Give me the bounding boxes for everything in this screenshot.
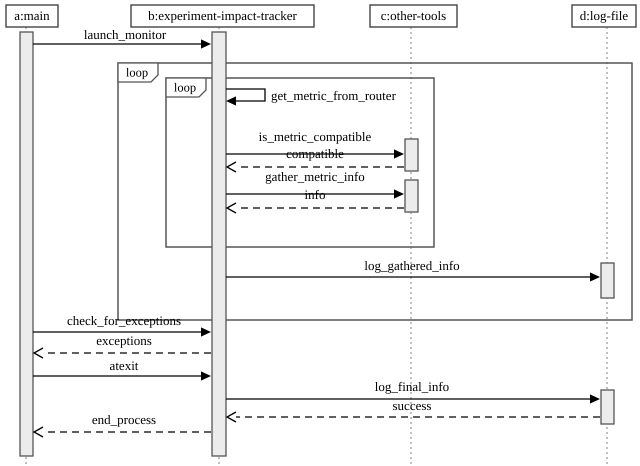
- frame-inner-loop: [165, 77, 435, 248]
- message-launch-monitor[interactable]: launch_monitor: [33, 27, 211, 49]
- message-is-metric-compatible[interactable]: is_metric_compatible: [226, 129, 404, 159]
- message-label-gather-metric-info: gather_metric_info: [265, 169, 365, 184]
- participant-box-c[interactable]: [369, 4, 458, 28]
- message-atexit[interactable]: atexit: [33, 358, 211, 381]
- arrowhead-exceptions: [32, 347, 44, 359]
- message-info[interactable]: info: [225, 187, 404, 214]
- messages-layer: launch_monitor get_metric_from_router is_m…: [32, 27, 600, 438]
- arrowhead-launch-monitor: [201, 39, 211, 49]
- frame-label-outer-loop: loop: [126, 65, 148, 79]
- message-label-success: success: [393, 398, 432, 413]
- message-label-exceptions: exceptions: [96, 333, 152, 348]
- message-get-metric-from-router[interactable]: get_metric_from_router: [226, 88, 397, 106]
- arrowhead-get-metric-from-router: [226, 96, 236, 106]
- arrowhead-log-gathered-info: [590, 272, 600, 282]
- participant-label-d: d:log-file: [580, 8, 629, 23]
- participants-layer: a:main b:experiment-impact-tracker c:other…: [5, 4, 637, 28]
- message-label-end-process: end_process: [92, 412, 156, 427]
- arrowhead-gather-metric-info: [394, 189, 404, 199]
- activation-bar-d-1: [600, 389, 615, 425]
- message-label-get-metric-from-router: get_metric_from_router: [271, 88, 397, 103]
- message-line-get-metric-from-router: [226, 88, 266, 102]
- activation-bar-b-0: [211, 31, 227, 457]
- participant-label-a: a:main: [14, 8, 50, 23]
- activations-layer: [19, 31, 615, 457]
- message-check-for-exceptions[interactable]: check_for_exceptions: [33, 313, 211, 337]
- message-label-check-for-exceptions: check_for_exceptions: [67, 313, 181, 328]
- frame-tab-inner-loop: [165, 77, 207, 98]
- arrowhead-end-process: [32, 426, 44, 438]
- activation-bar-a-0: [19, 31, 34, 457]
- participant-label-b: b:experiment-impact-tracker: [148, 8, 297, 23]
- frame-tab-outer-loop: [117, 62, 159, 83]
- message-label-atexit: atexit: [110, 358, 139, 373]
- activation-bar-c-0: [404, 138, 419, 172]
- message-compatible[interactable]: compatible: [225, 146, 404, 173]
- frames-layer: loop loop: [117, 62, 633, 321]
- participant-box-a[interactable]: [5, 4, 59, 28]
- message-log-gathered-info[interactable]: log_gathered_info: [226, 258, 600, 282]
- activation-bar-c-1: [404, 179, 419, 213]
- participant-box-d[interactable]: [571, 4, 637, 28]
- participant-label-c: c:other-tools: [381, 8, 446, 23]
- frame-label-inner-loop: loop: [174, 80, 196, 94]
- arrowhead-atexit: [201, 371, 211, 381]
- activation-bar-d-0: [600, 262, 615, 299]
- message-label-info: info: [305, 187, 326, 202]
- arrowhead-info: [225, 202, 237, 214]
- message-label-launch-monitor: launch_monitor: [84, 27, 167, 42]
- arrowhead-compatible: [225, 161, 237, 173]
- participant-box-b[interactable]: [130, 4, 315, 28]
- arrowhead-check-for-exceptions: [201, 327, 211, 337]
- message-label-is-metric-compatible: is_metric_compatible: [259, 129, 372, 144]
- message-log-final-info[interactable]: log_final_info: [226, 379, 600, 404]
- frame-outer-loop: [117, 62, 633, 321]
- arrowhead-log-final-info: [590, 394, 600, 404]
- arrowhead-success: [225, 411, 237, 423]
- message-exceptions[interactable]: exceptions: [32, 333, 211, 359]
- message-gather-metric-info[interactable]: gather_metric_info: [226, 169, 404, 199]
- arrowhead-is-metric-compatible: [394, 149, 404, 159]
- message-end-process[interactable]: end_process: [32, 412, 211, 438]
- message-label-log-final-info: log_final_info: [375, 379, 449, 394]
- message-success[interactable]: success: [225, 398, 600, 423]
- message-label-compatible: compatible: [286, 146, 344, 161]
- message-label-log-gathered-info: log_gathered_info: [364, 258, 459, 273]
